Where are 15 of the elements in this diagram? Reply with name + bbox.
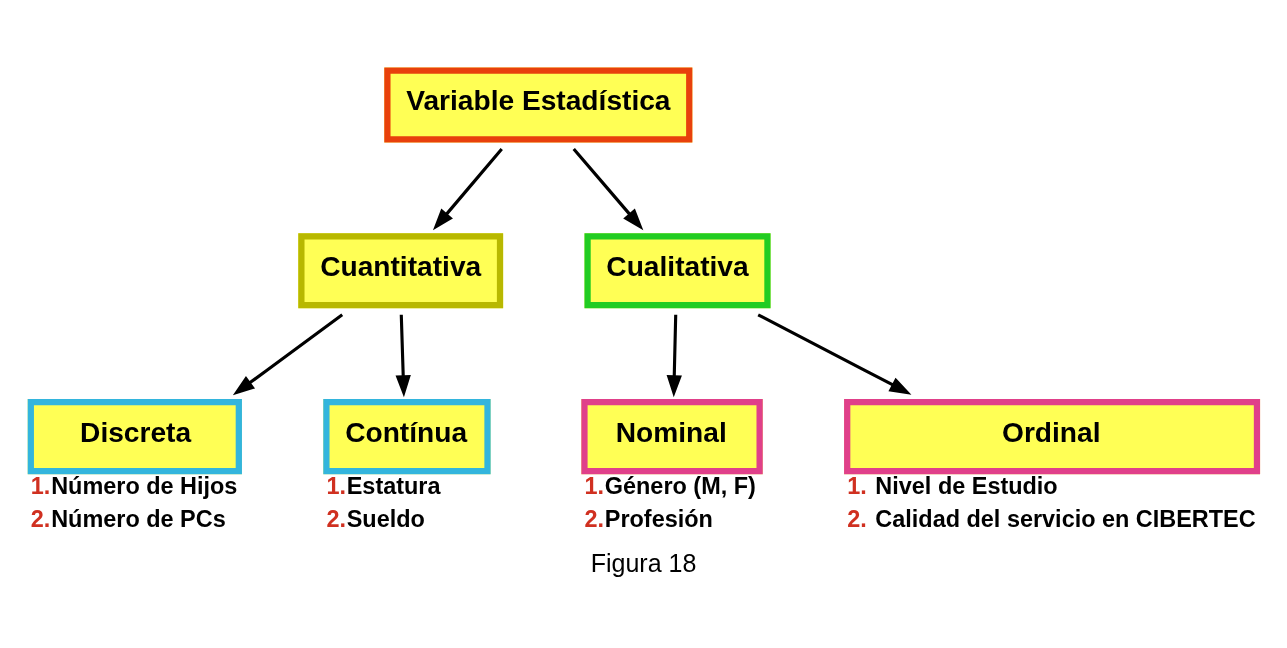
node-label: 2.Sueldo (326, 506, 425, 533)
node-label: 1.Número de Hijos (30, 473, 238, 500)
arrow (757, 313, 912, 395)
node-label: 2.Número de PCs (30, 506, 226, 533)
arrow (666, 314, 682, 398)
arrow (395, 314, 411, 398)
arrow (232, 313, 344, 396)
arrow (432, 147, 503, 231)
node-label: 2.Profesión (584, 506, 713, 533)
node-label: 1.Género (M, F) (584, 473, 756, 500)
node-label: 1.Estatura (326, 473, 441, 500)
arrow (572, 147, 644, 231)
caption: Figura 18 (590, 549, 697, 578)
node-label: 2. Calidad del servicio en CIBERTEC (847, 506, 1256, 533)
node-label: 1. Nivel de Estudio (847, 473, 1058, 500)
